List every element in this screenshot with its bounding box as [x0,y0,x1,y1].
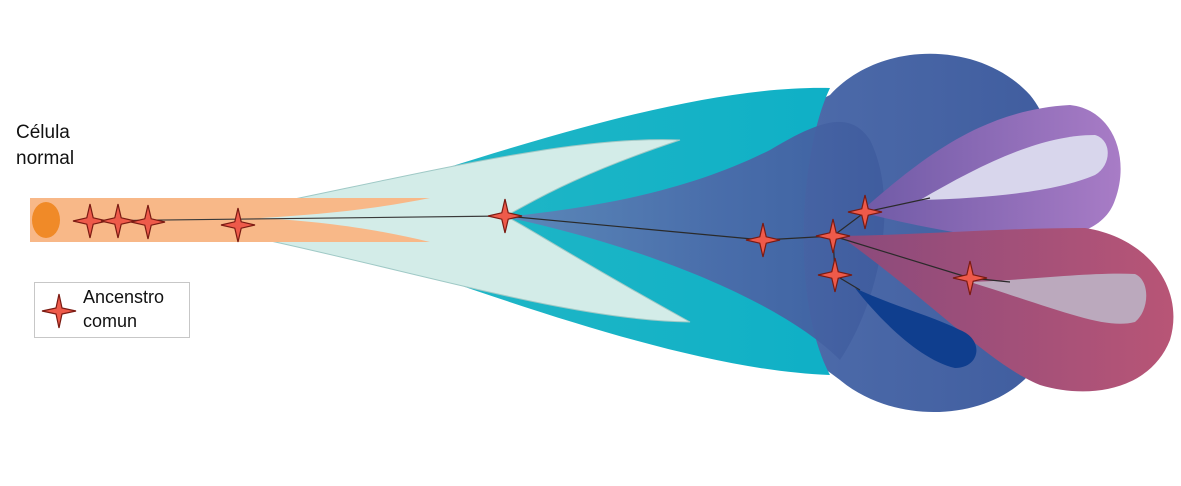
normal-cell [32,202,60,238]
legend: Ancenstro comun [34,282,190,338]
normal-cell-label-line1: Célula [16,120,96,146]
normal-cell-label-line2: normal [16,146,96,172]
normal-cell-label: Célula normal [16,120,96,172]
legend-label-line2: comun [83,309,164,333]
four-point-star-icon [39,291,79,331]
legend-label: Ancenstro comun [83,285,164,333]
legend-label-line1: Ancenstro [83,285,164,309]
